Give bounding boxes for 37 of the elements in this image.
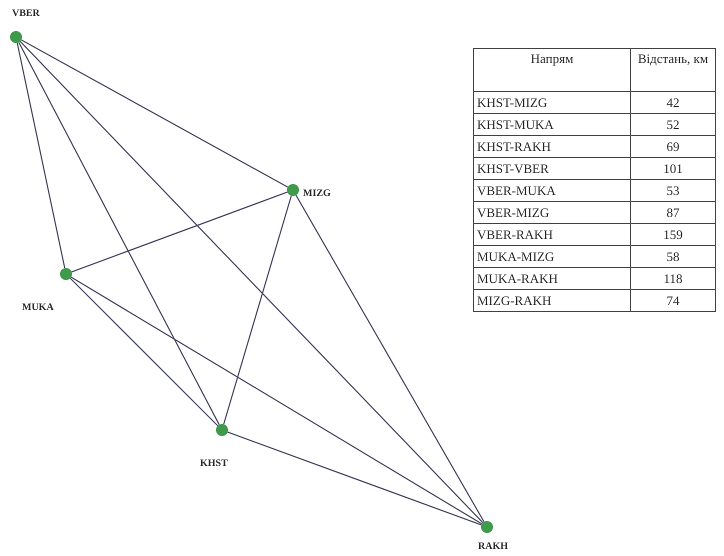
- table-cell: KHST-VBER: [474, 158, 630, 180]
- connector-line: [227, 432, 482, 526]
- table-cell: 53: [630, 180, 716, 202]
- connector-line: [70, 276, 482, 524]
- table-cell: MUKA-MIZG: [474, 246, 630, 268]
- node-label: MIZG: [303, 188, 331, 199]
- table-cell: MUKA-RAKH: [474, 268, 630, 290]
- table-cell: VBER-RAKH: [474, 224, 630, 246]
- node-label: RAKH: [478, 541, 508, 552]
- table-cell: 74: [630, 290, 716, 312]
- connector-line: [20, 40, 484, 524]
- table-cell: 52: [630, 114, 716, 136]
- header-cell: Відстань, км: [630, 48, 716, 92]
- connector-line: [223, 196, 292, 424]
- table-cell: KHST-RAKH: [474, 136, 630, 158]
- table-cell: 159: [630, 224, 716, 246]
- connector-line: [295, 194, 485, 522]
- table-cell: 42: [630, 92, 716, 114]
- node-label: MUKA: [22, 302, 54, 313]
- connector-line: [20, 39, 288, 188]
- table-cell: VBER-MUKA: [474, 180, 630, 202]
- table-cell: VBER-MIZG: [474, 202, 630, 224]
- table-cell: 87: [630, 202, 716, 224]
- connector-line: [71, 192, 288, 272]
- table-cell: KHST-MIZG: [474, 92, 630, 114]
- table-cell: 69: [630, 136, 716, 158]
- table-cell: MIZG-RAKH: [474, 290, 630, 312]
- node-label: KHST: [200, 458, 228, 469]
- table-cell: KHST-MUKA: [474, 114, 630, 136]
- header-cell: Напрям: [474, 48, 630, 92]
- connector-line: [18, 42, 220, 425]
- connector-line: [16, 42, 66, 268]
- table-cell: 118: [630, 268, 716, 290]
- connector-line: [70, 278, 218, 426]
- table-cell: 58: [630, 246, 716, 268]
- node-label: VBER: [12, 8, 40, 19]
- table-cell: 101: [630, 158, 716, 180]
